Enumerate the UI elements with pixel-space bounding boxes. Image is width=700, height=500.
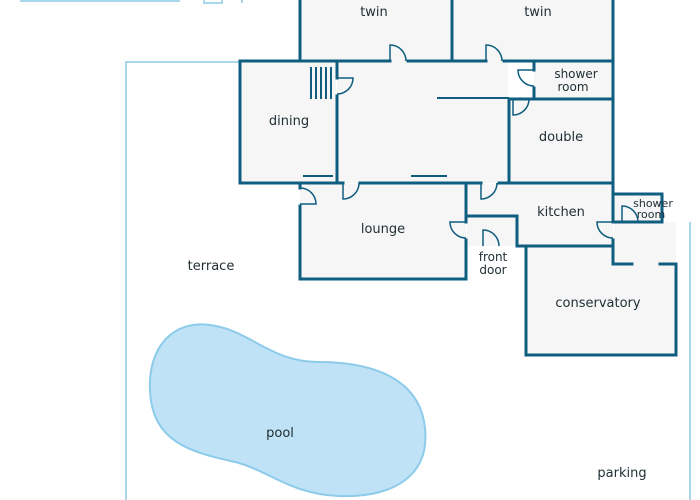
label-pool: pool bbox=[266, 426, 294, 441]
label-shower-room-1: shower bbox=[554, 67, 597, 81]
staircase-icon bbox=[310, 67, 332, 99]
label-terrace: terrace bbox=[188, 259, 235, 274]
door-shower-2 bbox=[621, 205, 639, 223]
twin-right-floor bbox=[453, 0, 613, 61]
label-shower-room-1-b: room bbox=[557, 80, 588, 94]
door-double bbox=[512, 98, 530, 116]
shower-room-1-floor bbox=[534, 61, 613, 99]
walls bbox=[238, 0, 678, 357]
door-lounge-front bbox=[449, 221, 467, 239]
label-twin-right: twin bbox=[524, 5, 552, 20]
door-twin-left bbox=[389, 44, 407, 62]
door-front bbox=[482, 229, 500, 247]
front-door-floor bbox=[467, 216, 517, 246]
door-shower-1 bbox=[517, 69, 535, 87]
label-lounge: lounge bbox=[361, 222, 405, 237]
door-lounge-terrace bbox=[299, 187, 317, 205]
label-twin-left: twin bbox=[360, 5, 388, 20]
label-conservatory: conservatory bbox=[555, 296, 641, 311]
door-twin-right bbox=[485, 44, 503, 62]
property-boundary bbox=[20, 0, 691, 500]
doors bbox=[299, 44, 639, 247]
label-kitchen: kitchen bbox=[537, 205, 585, 220]
door-kitchen-conservatory bbox=[596, 221, 614, 239]
lounge-floor bbox=[300, 184, 466, 279]
partitions bbox=[303, 97, 509, 177]
hall-floor bbox=[337, 61, 508, 183]
door-hall-kitchen bbox=[480, 182, 498, 200]
label-shower-room-2-b: room bbox=[637, 208, 665, 221]
label-shower-room-2: shower bbox=[633, 197, 673, 210]
door-lounge-hall bbox=[342, 182, 360, 200]
door-dining bbox=[336, 77, 354, 95]
label-front-door-b: door bbox=[479, 263, 506, 277]
conservatory-link-floor bbox=[614, 222, 676, 264]
label-double: double bbox=[539, 130, 583, 145]
label-parking: parking bbox=[597, 466, 646, 481]
room-floors bbox=[240, 0, 676, 355]
label-front-door: front bbox=[479, 250, 508, 264]
twin-left-floor bbox=[300, 0, 452, 61]
label-dining: dining bbox=[269, 114, 309, 129]
conservatory-floor bbox=[526, 246, 676, 355]
double-floor bbox=[509, 99, 613, 183]
room-labels: twin twin shower room dining double kitc… bbox=[188, 5, 674, 481]
pool bbox=[148, 323, 427, 498]
